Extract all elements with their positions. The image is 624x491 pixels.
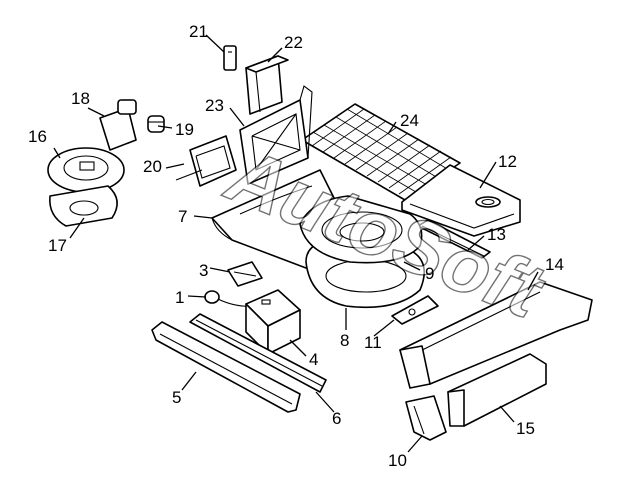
part-9-tray — [299, 195, 423, 264]
part-14-frame-member — [399, 281, 593, 389]
callout-16: 16 — [28, 127, 47, 146]
part-19-cap — [147, 115, 165, 133]
callout-23: 23 — [205, 96, 224, 115]
part-23-bracket — [239, 85, 313, 185]
callout-3: 3 — [199, 261, 208, 280]
callout-18: 18 — [71, 89, 90, 108]
leader-lines — [53, 34, 539, 453]
part-15-side-member — [447, 353, 547, 427]
callout-15: 15 — [516, 419, 535, 438]
part-4-battery — [245, 289, 301, 355]
part-12-cover-panel — [401, 164, 521, 237]
part-13-rail — [417, 219, 491, 259]
callout-17: 17 — [48, 236, 67, 255]
part-21-relay — [223, 45, 237, 71]
part-18-reservoir — [99, 99, 137, 151]
part-5-bumper-beam — [151, 321, 301, 413]
callout-9: 9 — [425, 264, 434, 283]
callout-6: 6 — [332, 409, 341, 428]
part-6-reinforcement — [189, 313, 327, 393]
part-20-holder — [175, 135, 237, 187]
callout-13: 13 — [487, 225, 506, 244]
callout-19: 19 — [175, 120, 194, 139]
callout-11: 11 — [364, 333, 382, 352]
callout-20: 20 — [143, 157, 162, 176]
callout-21: 21 — [189, 22, 208, 41]
part-3-bracket — [227, 261, 263, 287]
callout-12: 12 — [498, 152, 517, 171]
callout-7: 7 — [178, 207, 187, 226]
part-24-luggage-net — [301, 103, 461, 201]
part-11-latch — [391, 295, 439, 325]
callout-14: 14 — [545, 255, 564, 274]
part-17-wheel-tray — [49, 185, 118, 227]
part-16-spare-wheel — [47, 147, 125, 193]
callout-22: 22 — [284, 33, 303, 52]
callout-1: 1 — [175, 288, 184, 307]
callout-10: 10 — [388, 451, 407, 470]
part-10-bracket — [405, 395, 447, 441]
callout-8: 8 — [340, 331, 349, 350]
callout-5: 5 — [172, 388, 181, 407]
part-22-control-module — [245, 55, 289, 115]
callout-24: 24 — [400, 111, 419, 130]
callouts: 1 22 3 4 5 6 7 8 9 10 11 12 13 14 15 16 … — [28, 22, 564, 470]
callout-4: 4 — [309, 350, 318, 369]
